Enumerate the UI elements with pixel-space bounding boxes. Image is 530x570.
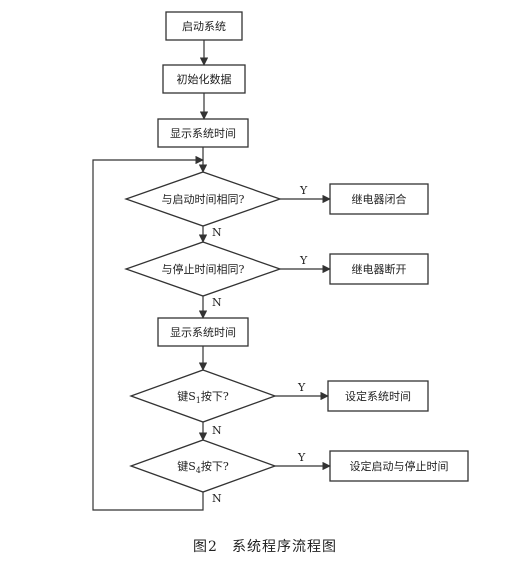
- display-time-box-2: [157, 317, 249, 347]
- init-box: [162, 64, 246, 94]
- edge-label-no-1: N: [212, 226, 222, 239]
- flowchart: 启动系统 初始化数据 显示系统时间 与启动时间相同? 继电器闭合 与停止时间相同…: [92, 11, 469, 511]
- set-time-label: 设定系统时间: [345, 389, 411, 403]
- set-time-box: [327, 380, 429, 412]
- init-label: 初始化数据: [177, 72, 232, 86]
- key-s4-prefix: 键S: [177, 459, 196, 473]
- decision-key-s1-label: 键S1按下?: [177, 389, 229, 405]
- relay-open-box: [329, 253, 429, 285]
- start-label: 启动系统: [182, 20, 226, 33]
- key-s1-subscript: 1: [196, 396, 201, 405]
- key-s1-suffix: 按下?: [201, 389, 229, 403]
- edge-label-no-3: N: [212, 424, 222, 437]
- figure-caption: 图2 系统程序流程图: [0, 536, 530, 556]
- edge-label-no-2: N: [212, 296, 222, 309]
- figure-number: 图2: [193, 539, 218, 555]
- relay-close-label: 继电器闭合: [352, 192, 407, 206]
- decision-start-time-label: 与启动时间相同?: [162, 193, 245, 206]
- set-start-stop-label: 设定启动与停止时间: [350, 459, 449, 473]
- start-box: [165, 11, 243, 41]
- edge-label-no-4: N: [212, 492, 222, 505]
- edge-label-yes-2: Y: [299, 254, 308, 267]
- display-time-label-2: 显示系统时间: [170, 326, 236, 339]
- edge-label-yes-3: Y: [297, 381, 306, 394]
- figure-title: 系统程序流程图: [231, 539, 337, 555]
- relay-close-box: [329, 183, 429, 215]
- key-s1-prefix: 键S: [177, 389, 196, 403]
- key-s4-suffix: 按下?: [201, 459, 229, 473]
- edge-label-yes-1: Y: [299, 184, 308, 197]
- decision-stop-time-label: 与停止时间相同?: [162, 262, 245, 276]
- edge-label-yes-4: Y: [297, 451, 306, 464]
- loop-back-line: [92, 155, 204, 511]
- decision-key-s4-label: 键S4按下?: [177, 459, 229, 475]
- key-s4-subscript: 4: [196, 466, 201, 475]
- display-time-label-1: 显示系统时间: [170, 127, 236, 140]
- relay-open-label: 继电器断开: [352, 262, 407, 276]
